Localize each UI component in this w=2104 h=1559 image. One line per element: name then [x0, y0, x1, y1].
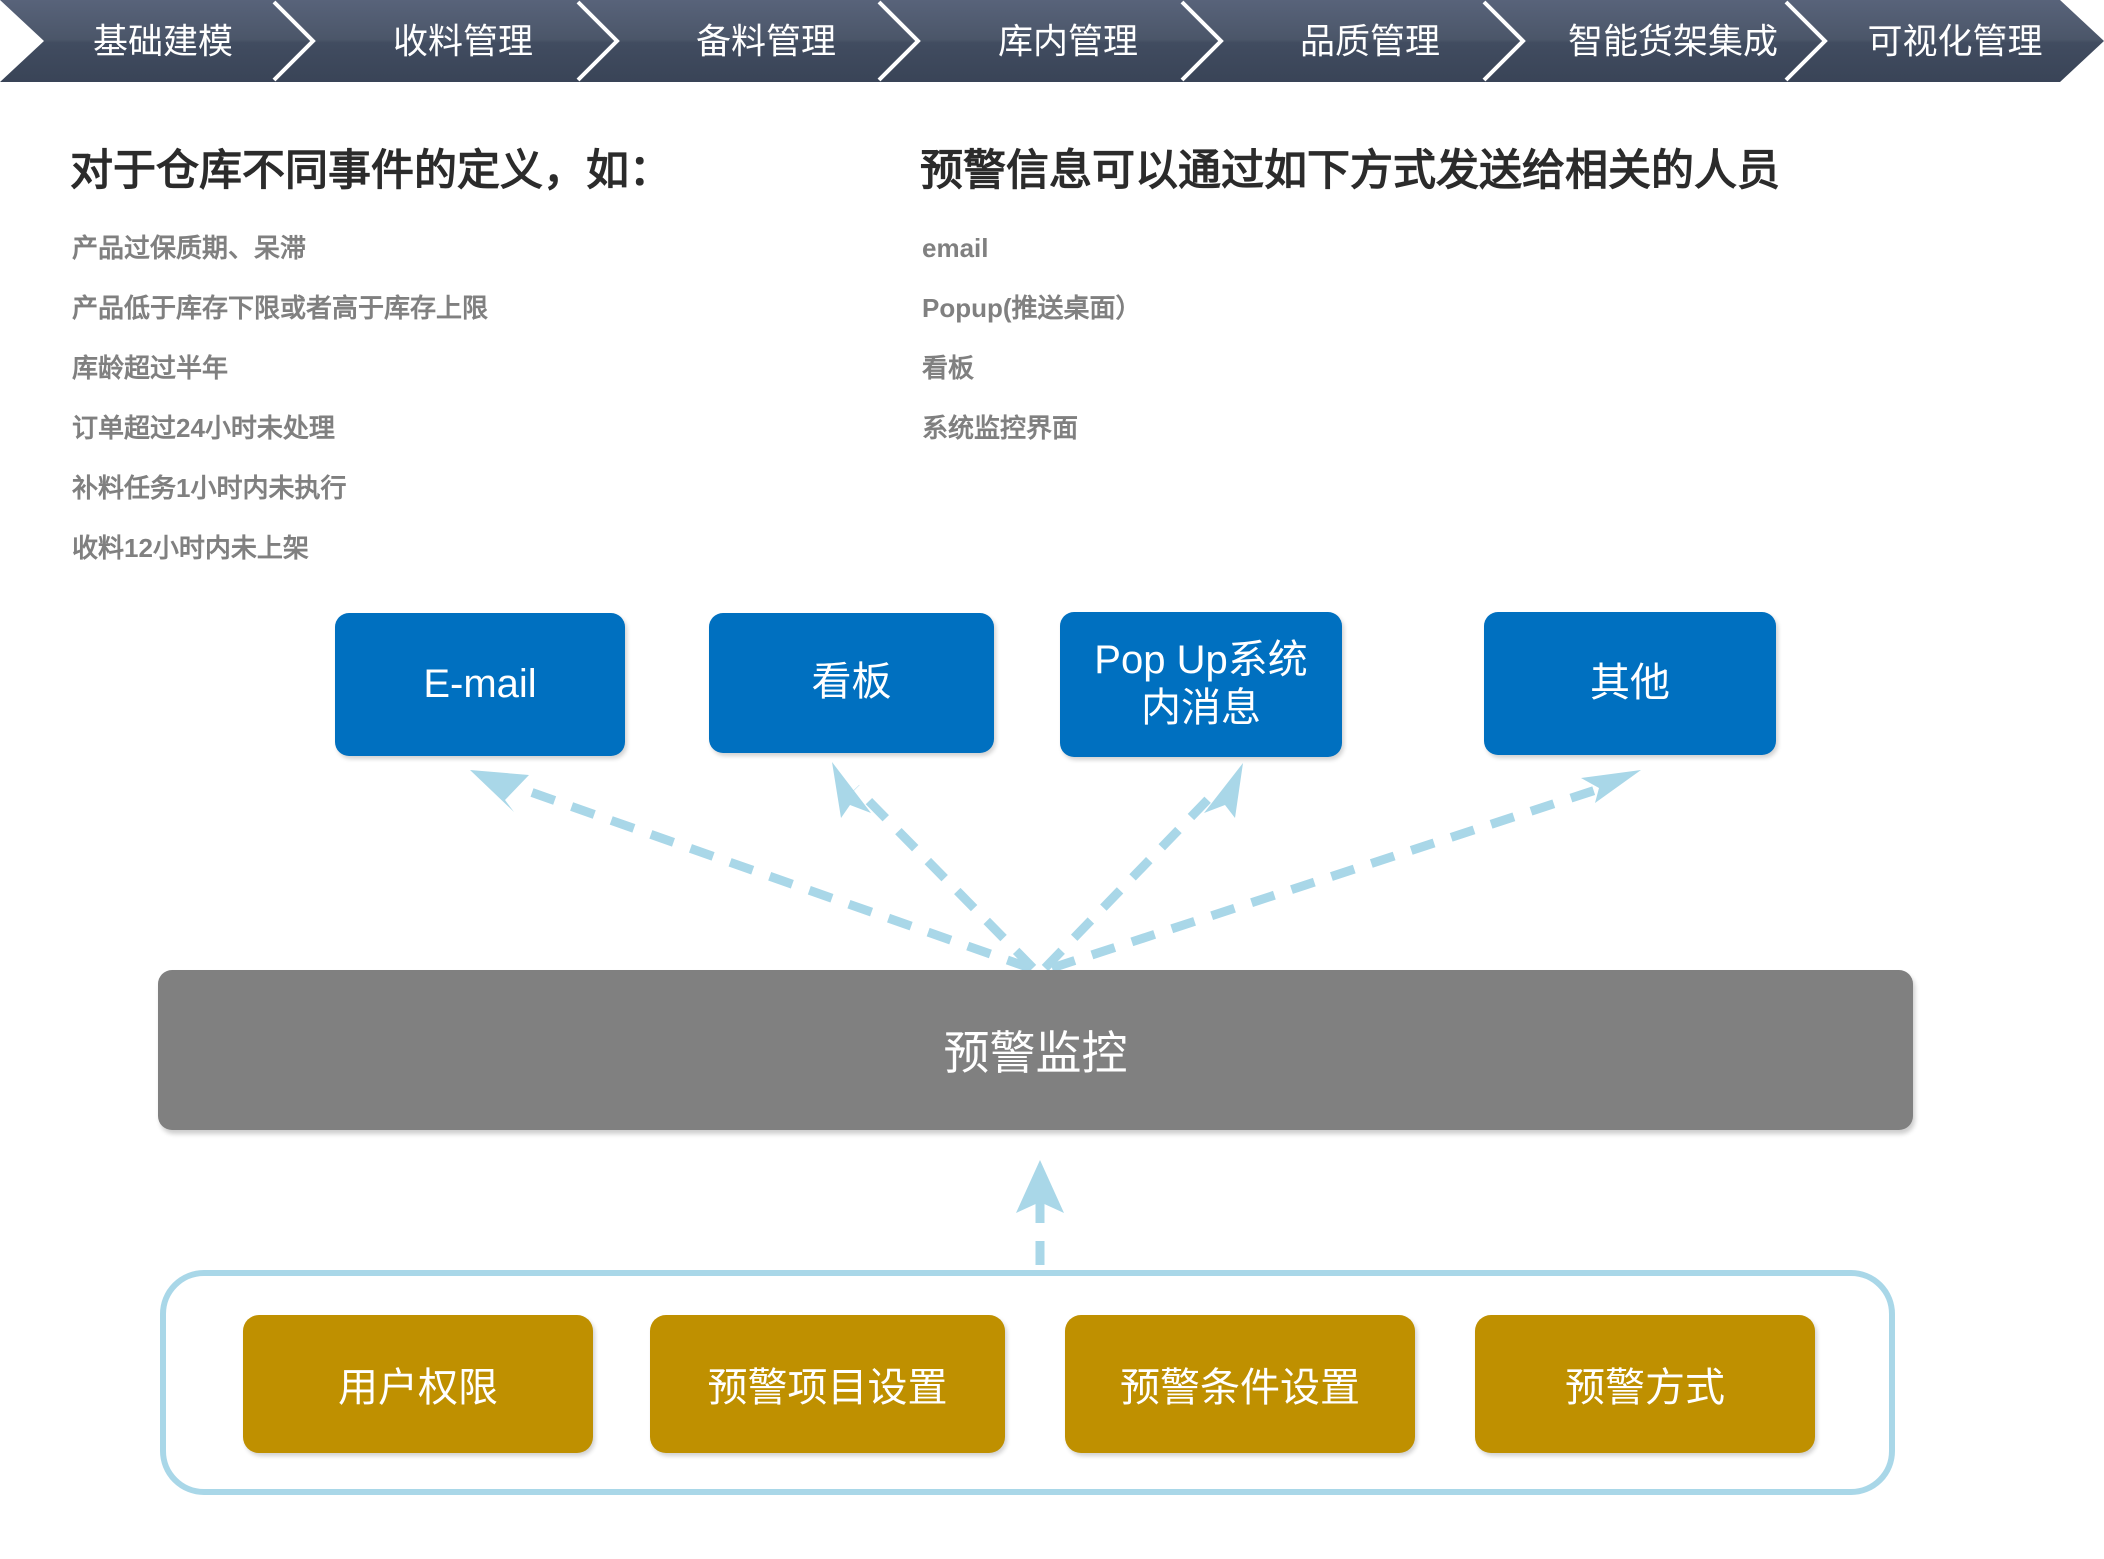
setting-box-alert-condition-config[interactable]: 预警条件设置	[1065, 1315, 1415, 1453]
arrow-to-email	[470, 770, 1032, 973]
channel-box-email[interactable]: E-mail	[335, 613, 625, 756]
setting-box-user-permission[interactable]: 用户权限	[243, 1315, 593, 1453]
process-step-label-5: 智能货架集成	[1568, 22, 1778, 61]
list-item: 订单超过24小时未处理	[72, 413, 335, 443]
list-item: 收料12小时内未上架	[72, 533, 309, 563]
channel-box-kanban[interactable]: 看板	[709, 613, 994, 753]
right-column-heading: 预警信息可以通过如下方式发送给相关的人员	[920, 147, 1780, 195]
process-bar: 基础建模 收料管理 备料管理 库内管理 品质管理 智能货架集成 可视化管理	[0, 0, 2104, 82]
event-definition-list: 产品过保质期、呆滞 产品低于库存下限或者高于库存上限 库龄超过半年 订单超过24…	[72, 218, 832, 578]
arrow-to-other	[1050, 770, 1641, 973]
process-step-label-2: 备料管理	[696, 22, 836, 61]
process-step-label-4: 品质管理	[1300, 22, 1440, 61]
arrow-settings-to-monitor	[1016, 1160, 1064, 1265]
list-item: 补料任务1小时内未执行	[72, 473, 347, 503]
left-column-heading: 对于仓库不同事件的定义，如：	[70, 147, 672, 195]
process-step-label-3: 库内管理	[998, 22, 1138, 61]
process-step-label-6: 可视化管理	[1867, 22, 2042, 61]
list-item: 系统监控界面	[922, 413, 1079, 443]
list-item: 库龄超过半年	[72, 353, 229, 383]
arrow-to-kanban	[832, 762, 1037, 972]
notification-method-list: email Popup(推送桌面） 看板 系统监控界面	[922, 218, 1722, 458]
channel-box-popup[interactable]: Pop Up系统 内消息	[1060, 612, 1342, 757]
list-item: 产品低于库存下限或者高于库存上限	[72, 293, 489, 323]
list-item: 产品过保质期、呆滞	[72, 233, 307, 263]
channel-box-other[interactable]: 其他	[1484, 612, 1776, 755]
alert-monitor-bar[interactable]: 预警监控	[158, 970, 1913, 1130]
list-item: email	[922, 233, 989, 263]
setting-box-alert-item-config[interactable]: 预警项目设置	[650, 1315, 1005, 1453]
arrow-to-popup	[1041, 763, 1243, 972]
list-item: 看板	[922, 353, 975, 383]
list-item: Popup(推送桌面）	[922, 293, 1142, 323]
process-step-label-0: 基础建模	[93, 22, 233, 61]
process-step-label-1: 收料管理	[393, 22, 533, 61]
setting-box-alert-method[interactable]: 预警方式	[1475, 1315, 1815, 1453]
